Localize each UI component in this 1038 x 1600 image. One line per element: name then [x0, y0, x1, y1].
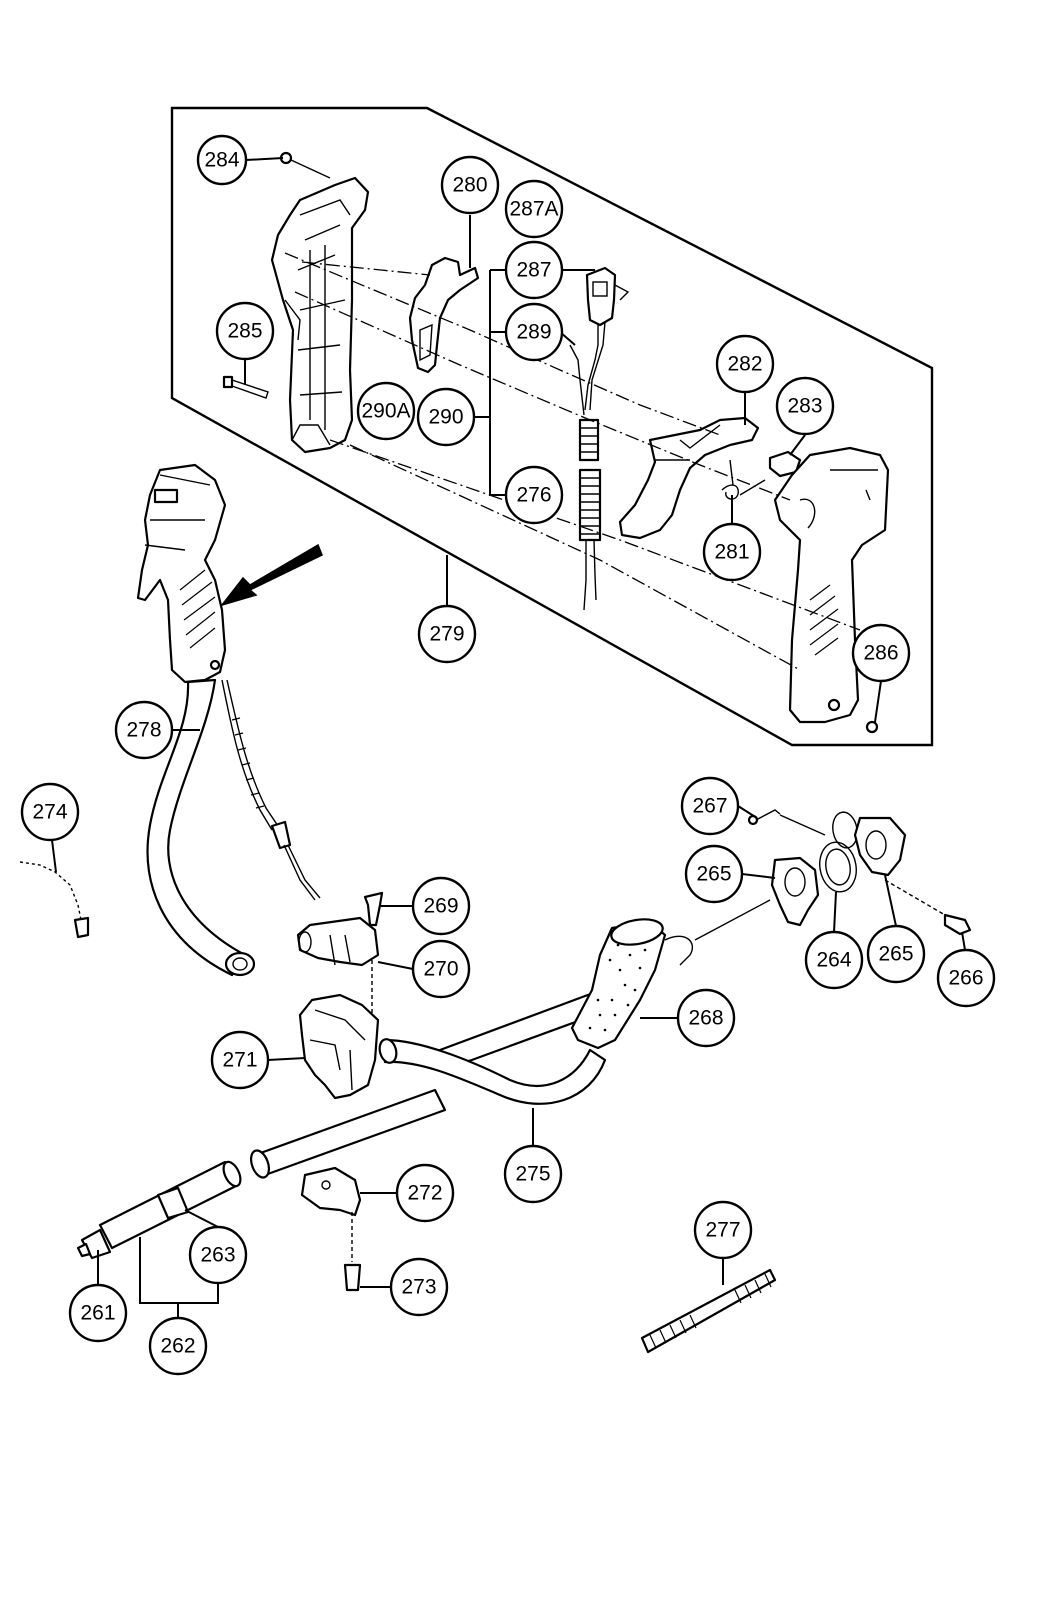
svg-text:274: 274 — [32, 801, 67, 824]
callout-290a: 290A — [356, 381, 416, 441]
handle-grip-half — [773, 446, 890, 724]
svg-text:281: 281 — [714, 541, 749, 564]
callout-276: 276 — [504, 465, 564, 525]
wire-harness — [569, 344, 602, 611]
screw-273 — [343, 1263, 362, 1292]
assembled-throttle-handle — [136, 463, 227, 684]
svg-text:272: 272 — [407, 1182, 442, 1205]
svg-text:268: 268 — [688, 1007, 723, 1030]
callout-274: 274 — [20, 782, 80, 842]
leader-lines — [51, 157, 966, 1318]
svg-text:276: 276 — [516, 484, 551, 507]
callout-263: 263 — [188, 1225, 248, 1285]
callout-286: 286 — [851, 623, 911, 683]
screw-285 — [222, 375, 269, 399]
callout-281: 281 — [702, 522, 762, 582]
callout-287: 287 — [504, 240, 564, 300]
svg-text:261: 261 — [80, 1302, 115, 1325]
tether-chain — [19, 861, 90, 939]
callout-287a: 287A — [504, 179, 564, 239]
callout-280: 280 — [440, 155, 500, 215]
svg-text:285: 285 — [227, 320, 262, 343]
svg-text:278: 278 — [126, 719, 161, 742]
svg-text:277: 277 — [705, 1219, 740, 1242]
callout-267: 267 — [680, 776, 740, 836]
svg-text:287: 287 — [516, 259, 551, 282]
callout-262: 262 — [148, 1316, 208, 1376]
clip-267 — [747, 809, 826, 836]
svg-text:289: 289 — [516, 321, 551, 344]
callout-277: 277 — [693, 1200, 753, 1260]
callout-265b: 265 — [866, 924, 926, 984]
callout-265a: 265 — [684, 844, 744, 904]
handle-frame-half — [270, 176, 370, 454]
svg-text:286: 286 — [863, 642, 898, 665]
callout-278: 278 — [114, 700, 174, 760]
throttle-trigger — [618, 416, 760, 540]
shaft-tube — [76, 981, 632, 1260]
handle-tube — [146, 678, 256, 977]
svg-text:279: 279 — [429, 623, 464, 646]
stud-277 — [640, 1268, 777, 1354]
front-handle-bar — [378, 1038, 607, 1105]
torsion-spring — [721, 459, 766, 500]
svg-text:280: 280 — [452, 174, 487, 197]
callout-268: 268 — [676, 988, 736, 1048]
gasket-264 — [819, 811, 858, 893]
svg-text:269: 269 — [423, 895, 458, 918]
svg-text:282: 282 — [727, 353, 762, 376]
bracket-272 — [300, 1166, 362, 1217]
direction-arrow-icon — [219, 543, 323, 607]
callout-261: 261 — [68, 1283, 128, 1343]
svg-text:290: 290 — [428, 406, 463, 429]
callout-269: 269 — [411, 876, 471, 936]
callout-279: 279 — [417, 604, 477, 664]
svg-text:290A: 290A — [361, 400, 410, 423]
svg-text:287A: 287A — [509, 198, 558, 221]
callout-266: 266 — [936, 948, 996, 1008]
callout-290: 290 — [416, 387, 476, 447]
svg-text:264: 264 — [816, 949, 851, 972]
callouts: 284 280 287A 287 285 289 282 283 290A 29… — [20, 134, 996, 1376]
front-grip — [570, 899, 771, 1050]
screw-284 — [279, 151, 331, 179]
svg-text:284: 284 — [204, 149, 239, 172]
clamp-lower-271 — [298, 993, 380, 1100]
subassembly-frame — [170, 106, 934, 747]
svg-text:283: 283 — [787, 395, 822, 418]
svg-text:275: 275 — [515, 1163, 550, 1186]
callout-283: 283 — [775, 376, 835, 436]
clamp-upper-270 — [296, 916, 380, 967]
callout-271: 271 — [210, 1030, 270, 1090]
svg-text:271: 271 — [222, 1049, 257, 1072]
callout-289: 289 — [504, 302, 564, 362]
callout-285: 285 — [215, 301, 275, 361]
svg-text:267: 267 — [692, 795, 727, 818]
svg-text:262: 262 — [160, 1335, 195, 1358]
svg-text:270: 270 — [423, 958, 458, 981]
svg-text:273: 273 — [401, 1276, 436, 1299]
screw-269 — [363, 891, 384, 927]
callout-282: 282 — [715, 334, 775, 394]
svg-text:263: 263 — [200, 1244, 235, 1267]
trigger-lever — [408, 256, 480, 374]
bolt-266 — [884, 879, 972, 936]
svg-text:265: 265 — [878, 943, 913, 966]
callout-270: 270 — [411, 939, 471, 999]
clamp-265-left — [770, 856, 820, 927]
clamp-265-right — [853, 816, 907, 877]
throttle-cable — [221, 679, 321, 901]
callout-272: 272 — [395, 1163, 455, 1223]
alignment-lines — [284, 252, 861, 671]
svg-text:265: 265 — [696, 863, 731, 886]
svg-text:266: 266 — [948, 967, 983, 990]
switch-block — [584, 266, 630, 411]
callout-264: 264 — [804, 930, 864, 990]
callout-273: 273 — [389, 1257, 449, 1317]
callout-275: 275 — [503, 1144, 563, 1204]
callout-284: 284 — [196, 134, 248, 186]
nut-286 — [865, 720, 879, 734]
